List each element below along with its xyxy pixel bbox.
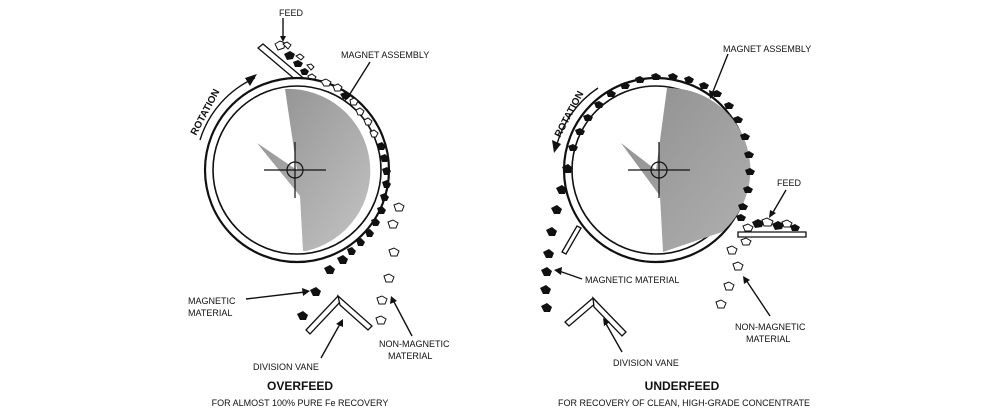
division-vane xyxy=(305,294,373,335)
overfeed-panel: ROTATION xyxy=(188,8,450,408)
rotation-arrow xyxy=(552,87,599,153)
drum-inner-ring xyxy=(212,85,382,255)
non-magnetic-rocks xyxy=(375,202,405,325)
underfeed-title: UNDERFEED xyxy=(645,379,720,393)
label-leaders xyxy=(245,18,413,359)
division-vane-label: DIVISION VANE xyxy=(613,358,679,368)
non-magnetic-material-label-line1: NON-MAGNETIC xyxy=(379,339,450,349)
magnetic-rocks-on-drum xyxy=(297,78,391,320)
division-vane-label: DIVISION VANE xyxy=(253,362,319,372)
non-magnetic-material-label-line1: NON-MAGNETIC xyxy=(735,322,806,332)
feed-label: FEED xyxy=(279,8,304,18)
drum-center-crosshair xyxy=(628,142,690,198)
overfeed-title: OVERFEED xyxy=(267,379,333,393)
label-leaders xyxy=(554,53,787,353)
overfeed-subtitle: FOR ALMOST 100% PURE Fe RECOVERY xyxy=(212,398,389,408)
non-magnetic-material-label-line2: MATERIAL xyxy=(746,334,790,344)
magnetic-rocks-on-drum xyxy=(540,73,755,312)
feed-chute xyxy=(737,231,807,238)
feed-rocks xyxy=(736,214,800,246)
rotation-arrow xyxy=(199,74,257,141)
magnet-assembly-label: MAGNET ASSEMBLY xyxy=(723,44,811,54)
feed-rocks xyxy=(274,40,317,81)
drum-center-crosshair xyxy=(264,142,326,198)
underfeed-panel: ROTATION xyxy=(540,44,811,408)
guide-plate xyxy=(561,225,582,255)
magnetic-material-label-line2: MATERIAL xyxy=(188,308,232,318)
magnet-assembly-label: MAGNET ASSEMBLY xyxy=(341,50,429,60)
magnetic-material-label-line1: MAGNETIC xyxy=(188,296,236,306)
non-magnetic-material-label-line2: MATERIAL xyxy=(388,351,432,361)
magnetic-material-label: MAGNETIC MATERIAL xyxy=(585,275,679,285)
non-magnetic-rocks xyxy=(715,245,744,309)
underfeed-subtitle: FOR RECOVERY OF CLEAN, HIGH-GRADE CONCEN… xyxy=(558,398,810,408)
division-vane xyxy=(564,296,627,337)
feed-label: FEED xyxy=(777,178,802,188)
